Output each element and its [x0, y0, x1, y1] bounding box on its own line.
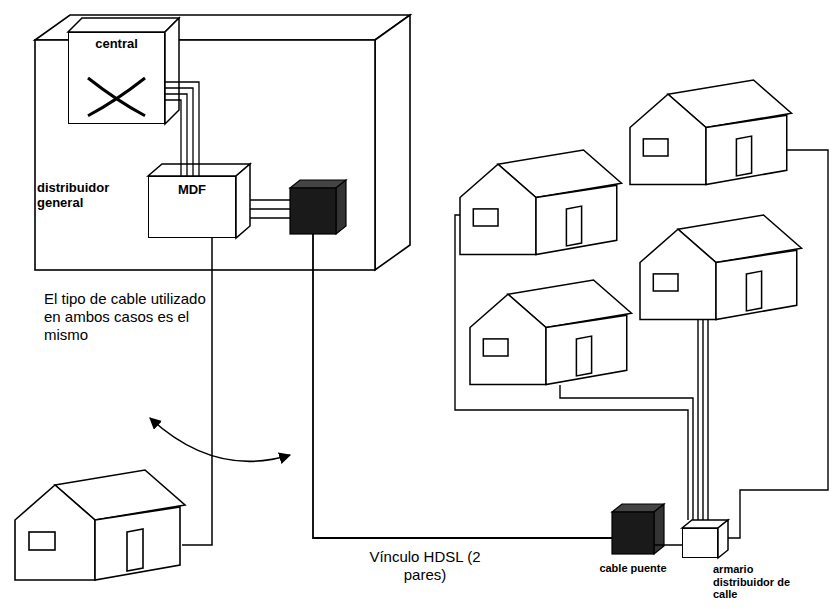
house — [630, 80, 792, 185]
house — [470, 280, 632, 385]
house — [460, 150, 622, 255]
box-side-face — [718, 520, 728, 558]
bridge-cable — [654, 544, 682, 546]
building — [35, 15, 410, 270]
bridge-label: cable puente — [598, 562, 668, 575]
link-label: Vínculo HDSL (2 pares) — [360, 548, 490, 584]
box-side-face — [165, 18, 179, 124]
hdsl-modem — [290, 180, 346, 234]
box-side-face — [236, 164, 250, 238]
mdf-label: MDF — [149, 183, 235, 198]
hdsl-modem — [612, 504, 664, 554]
mdf-heading: distribuidor general — [37, 181, 143, 211]
subscriber-line — [182, 238, 212, 545]
box-top-face — [68, 18, 179, 32]
exchange-box: central — [68, 32, 165, 124]
hdsl-link — [313, 234, 612, 538]
note-text: El tipo de cable utilizado en ambos caso… — [44, 290, 209, 344]
street-wiring — [455, 150, 828, 538]
street-cabinet: armario distribuidor de calle — [682, 528, 718, 558]
cable-bundle — [165, 82, 199, 176]
curved-arrow — [150, 418, 290, 461]
mdf-box: distribuidor generalMDF — [148, 176, 236, 238]
exchange-label: central — [69, 37, 164, 52]
house — [15, 470, 185, 580]
house — [640, 215, 802, 320]
cabinet-label: armario distribuidor de calle — [713, 563, 793, 601]
